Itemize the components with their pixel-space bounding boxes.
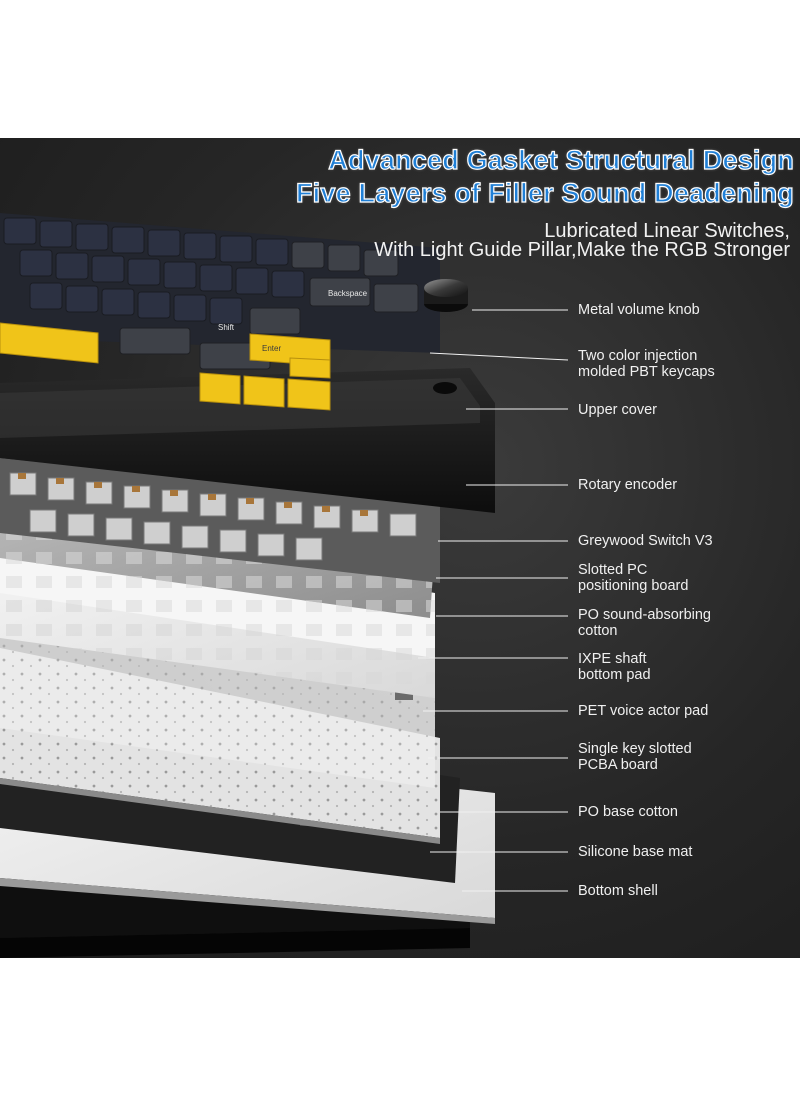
subheadline-line-2: With Light Guide Pillar,Make the RGB Str… <box>374 239 790 261</box>
callout-text: PO sound-absorbing <box>578 607 711 623</box>
callout-text: Two color injection <box>578 348 698 364</box>
callout-pet-voice-actor-pad: PET voice actor pad <box>578 703 708 719</box>
keycap-legend-shift: Shift <box>218 323 235 332</box>
callout-leader-lines <box>418 309 569 892</box>
keyboard-exploded-view: Backspace Enter Shift <box>0 213 569 958</box>
headline-line-1: Advanced Gasket Structural Design <box>328 144 795 175</box>
callout-text: PCBA board <box>578 757 658 773</box>
switch-layer <box>0 458 440 583</box>
callout-keycaps: Two color injection molded PBT keycaps <box>578 348 715 380</box>
callout-text: PET voice actor pad <box>578 703 709 719</box>
upper-cover <box>0 368 495 513</box>
callout-bottom-shell: Bottom shell <box>578 883 658 899</box>
callout-text: Upper cover <box>578 402 657 418</box>
callout-rotary-encoder: Rotary encoder <box>578 477 677 493</box>
callout-silicone-base-mat: Silicone base mat <box>578 844 692 860</box>
keycaps: Backspace Enter Shift <box>0 213 440 411</box>
callout-text: Metal volume knob <box>578 302 700 318</box>
callout-pcba-board: Single key slotted PCBA board <box>578 741 692 773</box>
keycap-legend-enter: Enter <box>262 344 281 353</box>
callout-po-base-cotton: PO base cotton <box>578 804 678 820</box>
callout-text: Rotary encoder <box>578 477 678 493</box>
callout-text: Greywood Switch V3 <box>578 533 713 549</box>
callout-po-sound-absorbing-cotton: PO sound-absorbing cotton <box>578 607 711 639</box>
callout-greywood-switch: Greywood Switch V3 <box>578 533 713 549</box>
callout-text: Single key slotted <box>578 741 692 757</box>
callout-text: bottom pad <box>578 667 651 683</box>
callout-upper-cover: Upper cover <box>578 402 657 418</box>
callout-text: cotton <box>578 623 618 639</box>
metal-volume-knob <box>424 279 468 312</box>
leader-line-keycaps <box>429 352 569 361</box>
callout-text: IXPE shaft <box>578 651 647 667</box>
callout-text: Bottom shell <box>578 883 658 899</box>
keycap-legend-backspace: Backspace <box>328 289 368 298</box>
product-infographic: Backspace Enter Shift Advanced Ga <box>0 138 800 958</box>
headline-line-2: Five Layers of Filler Sound Deadening <box>295 177 794 208</box>
callout-pc-positioning-board: Slotted PC positioning board <box>578 562 688 594</box>
callout-text: positioning board <box>578 578 689 594</box>
callout-ixpe-shaft-bottom-pad: IXPE shaft bottom pad <box>578 651 651 683</box>
callout-metal-volume-knob: Metal volume knob <box>578 302 700 318</box>
callout-text: Silicone base mat <box>578 844 693 860</box>
subheadline-line-1: Lubricated Linear Switches, <box>544 220 790 242</box>
callout-text: molded PBT keycaps <box>578 364 715 380</box>
callout-text: PO base cotton <box>578 804 678 820</box>
callout-text: Slotted PC <box>578 562 648 578</box>
